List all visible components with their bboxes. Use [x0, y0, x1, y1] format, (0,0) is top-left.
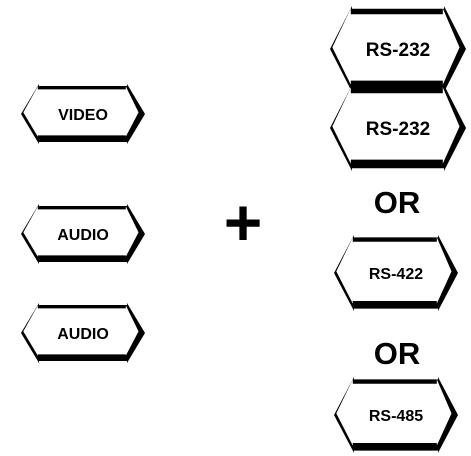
- signal-label-video: VIDEO: [58, 107, 108, 124]
- signal-label-rs232-2: RS-232: [366, 119, 430, 140]
- signal-label-rs232: RS-232: [366, 40, 430, 61]
- signal-arrow-rs422: [334, 235, 458, 311]
- signal-arrow-rs485: [334, 377, 458, 453]
- arrow-body: [23, 206, 139, 257]
- signal-arrow-video: [21, 84, 145, 144]
- signal-label-audio-2: AUDIO: [57, 326, 109, 343]
- signal-arrow-rs232-2: [330, 85, 466, 171]
- signal-label-audio: AUDIO: [57, 227, 109, 244]
- or-connector: OR: [374, 185, 421, 220]
- signal-label-rs485: RS-485: [369, 408, 423, 425]
- arrow-body: [336, 379, 452, 446]
- signal-arrow-rs232: [330, 6, 466, 92]
- plus-symbol: +: [224, 185, 263, 259]
- signal-arrow-audio-2: [21, 303, 145, 363]
- signal-arrow-audio: [21, 204, 145, 264]
- arrow-body: [23, 305, 139, 356]
- signal-label-rs422: RS-422: [369, 266, 423, 283]
- arrow-body: [23, 86, 139, 137]
- or-connector-2: OR: [374, 336, 421, 371]
- arrow-body: [332, 8, 460, 85]
- arrow-body: [336, 237, 452, 304]
- arrow-body: [332, 87, 460, 164]
